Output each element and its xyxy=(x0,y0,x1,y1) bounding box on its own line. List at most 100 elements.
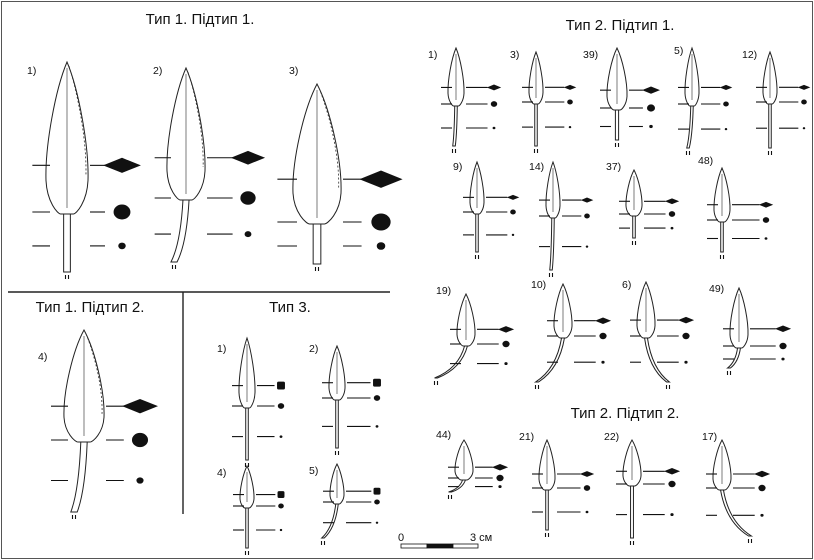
scale-bar-segment xyxy=(452,543,479,549)
cross-section-rhombus xyxy=(579,471,595,477)
artifact-figure: 6) xyxy=(622,279,695,389)
cross-section-rhombus xyxy=(663,468,681,475)
figure-number: 39) xyxy=(583,49,598,61)
figure-number: 2) xyxy=(153,65,162,77)
cross-section-oval xyxy=(511,233,515,237)
scale-bar-end-label: 3 см xyxy=(470,532,492,544)
figure-number: 22) xyxy=(604,431,619,443)
scale-bar-segment xyxy=(400,543,428,549)
cross-section-rhombus xyxy=(758,201,774,208)
figure-number: 6) xyxy=(622,279,631,291)
tang xyxy=(312,223,322,265)
tang xyxy=(335,399,339,449)
cross-section-oval xyxy=(583,485,591,491)
cross-section-oval xyxy=(492,126,496,130)
cross-section-rhombus xyxy=(594,317,612,324)
cross-section-oval xyxy=(668,480,676,488)
artifact-figure: 12) xyxy=(742,49,811,155)
tang xyxy=(630,485,634,539)
cross-section-oval xyxy=(490,101,498,107)
cross-section-oval xyxy=(584,213,590,219)
artifact-figure: 5) xyxy=(309,462,381,545)
cross-section-oval xyxy=(502,340,510,348)
cross-section-oval xyxy=(724,127,728,131)
panel-title-type2-subtype2: Тип 2. Підтип 2. xyxy=(571,405,680,422)
cross-section-rhombus xyxy=(486,84,502,91)
tang xyxy=(614,109,620,141)
figure-number: 2) xyxy=(309,343,318,355)
figure-number: 1) xyxy=(27,65,36,77)
figure-number: 9) xyxy=(453,161,462,173)
cross-section-oval xyxy=(510,209,516,215)
tang xyxy=(475,213,479,253)
artifact-figure: 1) xyxy=(27,60,141,279)
cross-section-rhombus xyxy=(664,198,680,205)
cross-section-oval xyxy=(758,484,766,492)
cross-section-oval xyxy=(373,395,381,401)
cross-section-oval xyxy=(682,332,690,340)
cross-section-rhombus xyxy=(797,84,811,90)
reconstructed-edge xyxy=(68,65,87,177)
cross-section-oval xyxy=(118,242,126,250)
tang xyxy=(545,489,549,531)
artifact-figure: 9) xyxy=(453,160,520,259)
figure-number: 48) xyxy=(698,155,713,167)
artifact-figure: 14) xyxy=(529,160,594,277)
tang xyxy=(70,441,88,513)
cross-section-oval xyxy=(567,99,573,105)
tang xyxy=(170,199,190,263)
cross-section-oval xyxy=(496,474,504,482)
cross-section-oval xyxy=(279,435,283,438)
cross-section-square xyxy=(373,378,381,387)
artifact-figure: 1) xyxy=(428,46,502,153)
tang xyxy=(434,345,469,379)
cross-section-oval xyxy=(568,125,572,129)
cross-section-oval xyxy=(244,231,252,238)
scale-bar-segment xyxy=(426,543,454,549)
figure-number: 3) xyxy=(510,49,519,61)
tang xyxy=(320,503,339,539)
figure-number: 5) xyxy=(674,45,683,57)
cross-section-oval xyxy=(278,503,284,509)
cross-section-rhombus xyxy=(774,325,792,333)
cross-section-oval xyxy=(762,217,770,223)
figure-number: 49) xyxy=(709,283,724,295)
cross-section-rhombus xyxy=(497,326,515,333)
cross-section-oval xyxy=(375,425,379,428)
artifact-figure: 4) xyxy=(38,328,158,519)
cross-section-oval xyxy=(779,342,787,350)
figure-number: 1) xyxy=(428,49,437,61)
artifact-figure: 2) xyxy=(309,343,381,455)
artifact-figure: 3) xyxy=(277,65,403,271)
tang xyxy=(452,105,458,147)
scale-bar: 0 3 см xyxy=(398,532,492,549)
artifact-figure: 5) xyxy=(674,45,733,155)
tang xyxy=(719,489,754,537)
panel-title-type2-subtype1: Тип 2. Підтип 1. xyxy=(566,17,675,34)
tang xyxy=(768,103,772,149)
tang xyxy=(726,347,742,369)
cross-section-oval xyxy=(371,213,391,231)
cross-section-oval xyxy=(684,360,688,364)
figure-number: 21) xyxy=(519,431,534,443)
tang xyxy=(549,217,555,271)
artifact-figure: 3) xyxy=(510,49,577,153)
figure-number: 14) xyxy=(529,161,544,173)
artifact-figure: 19) xyxy=(433,285,515,385)
artifact-figure: 48) xyxy=(698,155,774,259)
cross-section-rhombus xyxy=(580,197,594,203)
cross-section-oval xyxy=(585,510,589,514)
cross-section-oval xyxy=(670,513,674,517)
tang xyxy=(245,407,249,461)
panel-title-type1-subtype1: Тип 1. Підтип 1. xyxy=(146,11,255,28)
cross-section-oval xyxy=(801,99,807,105)
cross-section-oval xyxy=(376,242,386,250)
scale-bar-start-label: 0 xyxy=(398,532,404,544)
figure-number: 37) xyxy=(606,161,621,173)
cross-section-oval xyxy=(802,127,806,130)
figure-number: 19) xyxy=(436,285,451,297)
tang xyxy=(245,507,249,549)
cross-section-oval xyxy=(649,124,653,129)
